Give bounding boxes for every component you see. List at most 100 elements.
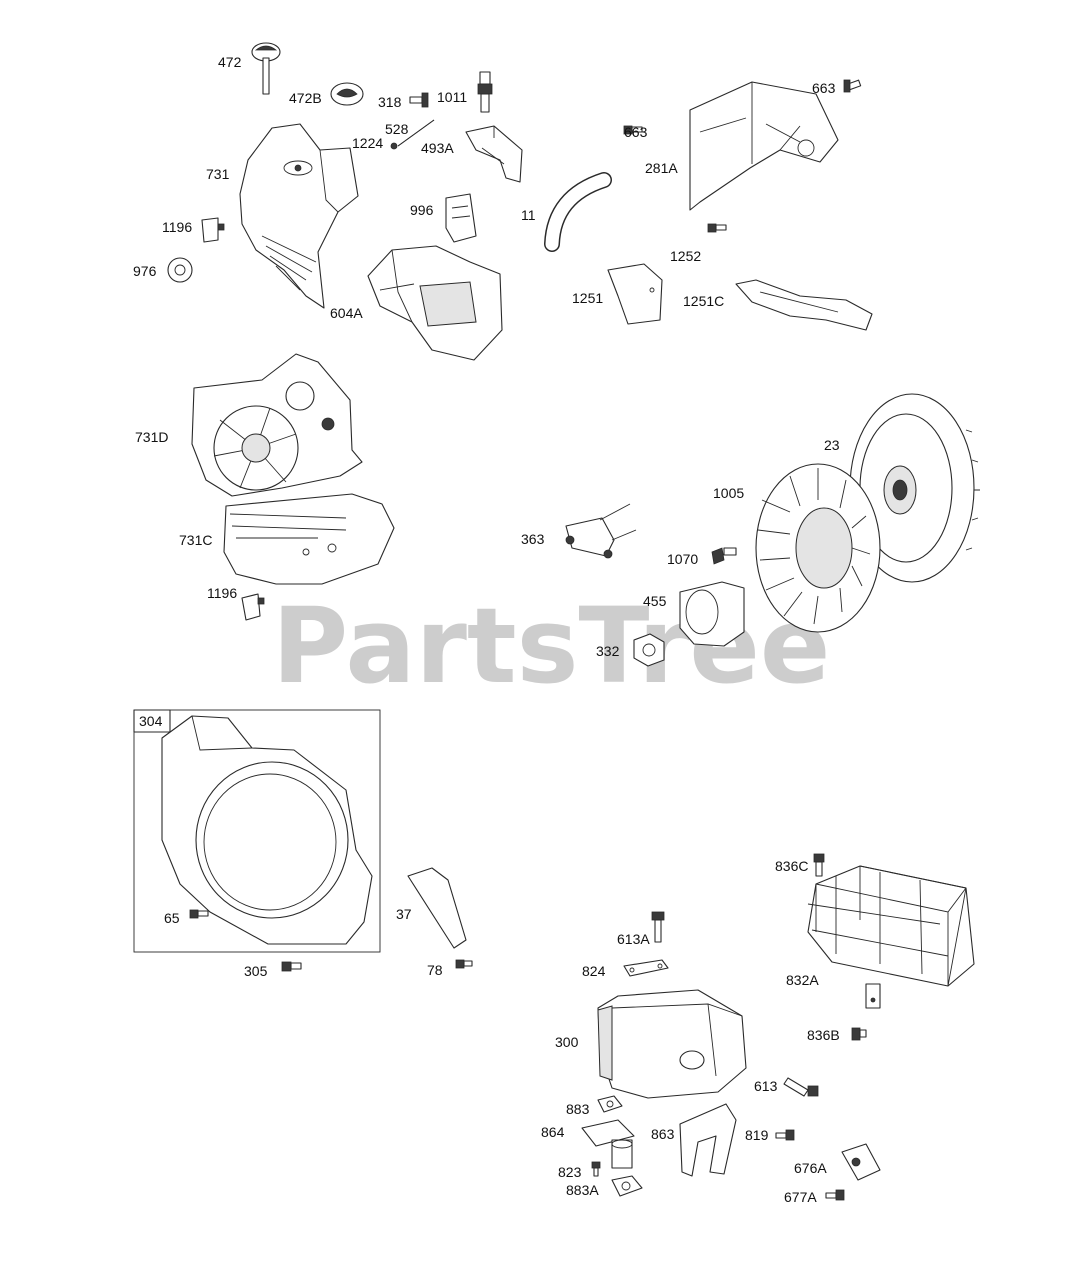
part-824-gasket[interactable] <box>623 959 669 977</box>
part-78-screw[interactable] <box>455 959 473 969</box>
part-836b-screw[interactable] <box>851 1027 867 1041</box>
label-1224: 1224 <box>352 135 383 151</box>
label-824: 824 <box>582 963 606 979</box>
label-304: 304 <box>139 713 163 729</box>
part-663-bolt-b[interactable] <box>623 125 643 135</box>
label-613: 613 <box>754 1078 778 1094</box>
part-604a-cover[interactable] <box>367 245 503 361</box>
label-23: 23 <box>824 437 840 453</box>
part-300-muffler[interactable] <box>597 989 747 1099</box>
part-281a-shield[interactable] <box>689 81 839 211</box>
part-613-bolt[interactable] <box>783 1077 819 1097</box>
part-663-bolt-a[interactable] <box>843 79 862 93</box>
label-731d: 731D <box>135 429 168 445</box>
label-363: 363 <box>521 531 545 547</box>
label-11: 11 <box>521 207 536 223</box>
part-65-screw[interactable] <box>189 909 209 919</box>
label-604a: 604A <box>330 305 363 321</box>
part-731d-blower-assembly[interactable] <box>191 353 363 497</box>
label-823: 823 <box>558 1164 582 1180</box>
label-455: 455 <box>643 593 667 609</box>
part-976-bumper[interactable] <box>167 257 193 283</box>
label-493a: 493A <box>421 140 454 156</box>
label-65: 65 <box>164 910 180 926</box>
part-493a-bracket[interactable] <box>465 125 523 183</box>
part-731c-shroud[interactable] <box>223 493 395 585</box>
label-1251c: 1251C <box>683 293 724 309</box>
label-731c: 731C <box>179 532 212 548</box>
label-832a: 832A <box>786 972 819 988</box>
part-1005-fan[interactable] <box>755 463 881 633</box>
label-1196-a: 1196 <box>162 219 192 235</box>
label-676a: 676A <box>794 1160 827 1176</box>
label-332: 332 <box>596 643 620 659</box>
label-663-b: 663 <box>624 124 648 140</box>
part-11-hose[interactable] <box>544 172 612 252</box>
kit-304-label-box <box>133 709 171 733</box>
label-37: 37 <box>396 906 412 922</box>
label-472b: 472B <box>289 90 322 106</box>
label-731: 731 <box>206 166 230 182</box>
part-883a-gasket[interactable] <box>611 1175 643 1197</box>
label-300: 300 <box>555 1034 579 1050</box>
part-23-flywheel[interactable] <box>849 393 980 583</box>
part-472b-cap[interactable] <box>330 82 364 106</box>
part-731-blower-housing[interactable] <box>239 123 359 309</box>
label-318: 318 <box>378 94 402 110</box>
part-832a-guard[interactable] <box>807 865 975 1009</box>
part-528-tube[interactable] <box>397 119 435 147</box>
part-1196-bumper-a[interactable] <box>201 217 225 243</box>
part-864-deflector[interactable] <box>581 1119 635 1169</box>
label-281a: 281A <box>645 160 678 176</box>
watermark: PartsTree <box>272 585 830 707</box>
label-836c: 836C <box>775 858 808 874</box>
part-883-gasket[interactable] <box>597 1095 623 1113</box>
part-472-dipstick-cap[interactable] <box>251 42 281 95</box>
label-677a: 677A <box>784 1189 817 1205</box>
part-613a-bolt[interactable] <box>651 911 665 943</box>
label-472: 472 <box>218 54 242 70</box>
part-318-screw[interactable] <box>409 92 429 108</box>
part-1224-clip[interactable] <box>390 142 398 150</box>
part-823-screw[interactable] <box>591 1161 601 1177</box>
label-305: 305 <box>244 963 268 979</box>
label-1005: 1005 <box>713 485 744 501</box>
label-883a: 883A <box>566 1182 599 1198</box>
label-1251: 1251 <box>572 290 603 306</box>
part-677a-screw[interactable] <box>825 1189 845 1201</box>
label-663-a: 663 <box>812 80 836 96</box>
label-864: 864 <box>541 1124 565 1140</box>
part-1252-screw[interactable] <box>707 223 727 233</box>
label-819: 819 <box>745 1127 769 1143</box>
label-976: 976 <box>133 263 157 279</box>
part-996-plate[interactable] <box>445 193 477 243</box>
part-37-deflector[interactable] <box>407 867 467 949</box>
part-676a-guard[interactable] <box>841 1143 881 1181</box>
part-363-mount[interactable] <box>565 503 637 559</box>
part-1011-spark-plug[interactable] <box>477 71 493 113</box>
label-613a: 613A <box>617 931 650 947</box>
label-1011: 1011 <box>437 89 467 105</box>
part-332-nut[interactable] <box>633 633 665 667</box>
part-1251c-plate[interactable] <box>735 279 873 331</box>
part-836c-screw[interactable] <box>813 853 825 877</box>
label-836b: 836B <box>807 1027 840 1043</box>
part-455-cup[interactable] <box>679 581 745 647</box>
part-304-blower-housing[interactable] <box>161 715 373 945</box>
part-305-screw[interactable] <box>281 961 302 972</box>
label-863: 863 <box>651 1126 675 1142</box>
part-863-bracket[interactable] <box>679 1103 737 1177</box>
label-78: 78 <box>427 962 443 978</box>
kit-304-box <box>133 709 381 953</box>
part-1251-bracket[interactable] <box>607 263 663 325</box>
label-1196-b: 1196 <box>207 585 237 601</box>
part-819-screw[interactable] <box>775 1129 795 1141</box>
part-labels: 472 472B 318 1011 528 1224 493A 663 663 … <box>133 54 840 1205</box>
part-1196-bumper-b[interactable] <box>241 593 265 621</box>
label-996: 996 <box>410 202 434 218</box>
label-528: 528 <box>385 121 409 137</box>
part-1070-bolt[interactable] <box>711 547 737 565</box>
label-1252: 1252 <box>670 248 701 264</box>
label-1070: 1070 <box>667 551 698 567</box>
